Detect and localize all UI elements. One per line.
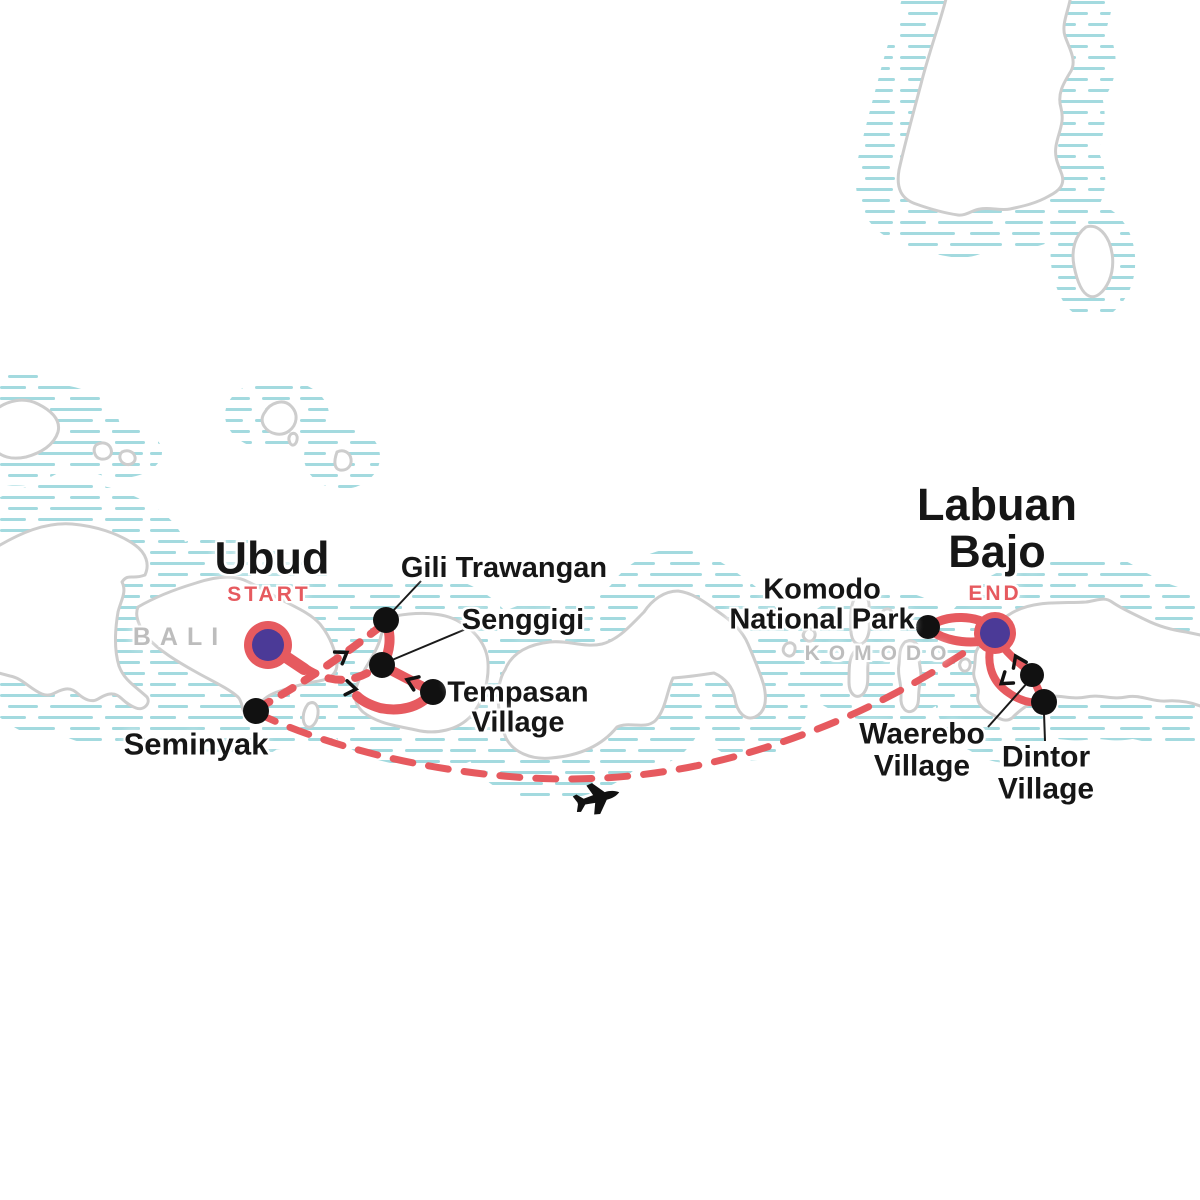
island-bali [135,575,339,717]
leader-dintor [1043,712,1046,742]
stop-dot-komodo-national-park [916,615,940,639]
stop-dot-gili-trawangan [373,607,399,633]
stop-dot-senggigi [369,652,395,678]
island-sulawesi [896,0,1075,217]
start-city-label: Ubud [214,532,330,584]
island-selayar [1071,224,1115,299]
islet-komodo [847,649,870,698]
direction-arrow [332,650,350,666]
stop-label-senggigi: Senggigi [461,603,585,636]
island-flores [972,597,1200,722]
route-flight-seminyak-labuanbajo [253,641,980,783]
direction-arrow [998,670,1016,686]
islet [287,431,299,447]
direction-arrows [332,650,1028,697]
direction-arrow [343,679,360,697]
stop-label-line: Waerebo [859,717,985,751]
leader-waerebo [987,681,1029,728]
route-dashed-seminyak-gili [254,619,389,712]
stop-label-gili-trawangan: Gili Trawangan [400,551,608,584]
end-badge: END [968,581,1022,605]
stop-dot-tempasan-village [420,679,446,705]
stop-label-line: Komodo [763,573,881,606]
islet [801,627,817,643]
islet [958,657,972,673]
islet [118,449,137,466]
stop-label-tempasan-village: Tempasan Village [447,676,589,739]
stop-dot-dintor-village [1031,689,1057,715]
islet [880,607,894,623]
island-nusa [301,701,320,729]
stop-dot-waerebo-village [1020,663,1044,687]
stop-label-komodo-national-park: Komodo National Park [729,573,915,636]
stop-label-line: Tempasan [447,676,589,709]
stop-label-line: Dintor [1001,740,1091,774]
islet-rinca [897,639,923,714]
end-city-label: Labuan Bajo [916,478,1078,577]
island-sumbawa [496,589,767,760]
stops [243,607,1057,724]
stop-label-seminyak: Seminyak [123,726,269,762]
route-tempasan-return-arc [352,688,436,715]
region-label-komodo: KOMODO [804,641,956,665]
island-java [0,522,150,711]
end-marker [974,612,1016,654]
stop-dot-seminyak [243,698,269,724]
island-left-edge [0,398,61,460]
stop-label-line: National Park [729,604,915,636]
end-city-line2: Bajo [948,526,1046,577]
direction-arrow [404,675,421,692]
islet [781,641,797,658]
leader-gili-trawangan [390,580,422,614]
airplane-icon [572,783,620,815]
stop-label-dintor-village: Dintor Village [997,740,1095,805]
start-marker [244,621,292,669]
islet-komodo [849,593,871,646]
end-city-line1: Labuan [916,478,1078,530]
stop-label-line: Village [997,772,1095,805]
direction-arrow [1011,653,1028,670]
leader-senggigi [391,628,467,661]
islet [333,449,353,472]
leader-lines [390,580,1046,742]
islet [92,441,113,461]
start-badge: START [227,582,311,606]
islet [260,400,298,436]
islands [0,0,1200,760]
stop-label-waerebo-village: Waerebo Village [859,717,985,782]
region-label-bali: BALI [132,622,228,651]
stop-label-line: Village [873,749,971,782]
stop-label-line: Village [471,707,565,739]
